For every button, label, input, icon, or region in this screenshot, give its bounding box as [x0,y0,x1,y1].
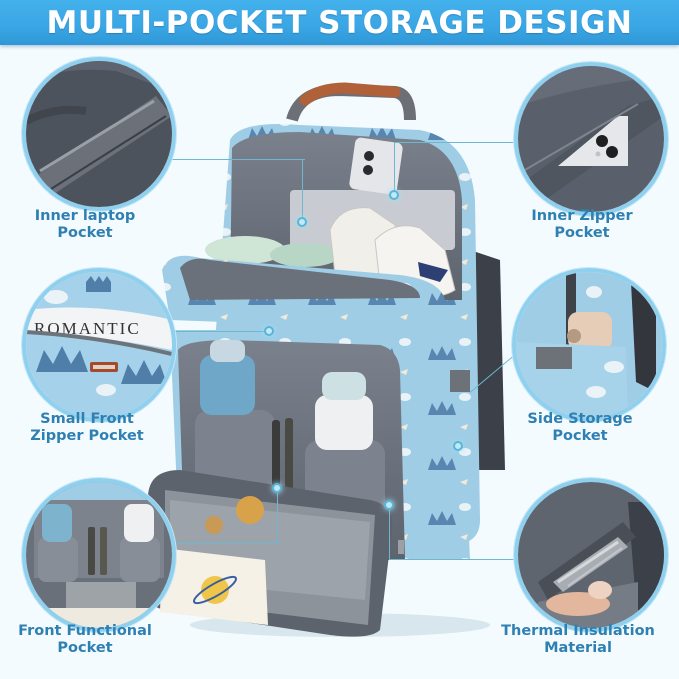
thermal-insulation-closeup-image [518,482,664,628]
leader-line-thermal [389,559,519,560]
callout-small-front-zipper-pocket: ROMANTIC [22,268,176,422]
leader-line-small-front-zipper [150,331,270,332]
callout-inner-zipper-pocket [514,62,668,216]
leader-line-inner-zipper [395,142,515,143]
page-title: MULTI-POCKET STORAGE DESIGN [46,4,633,41]
hotspot-small-front-zipper[interactable] [264,326,274,336]
label-small-front-zipper-pocket: Small Front Zipper Pocket [30,411,144,444]
leader-line-inner-laptop [155,159,305,160]
side-storage-closeup-image [516,272,662,418]
hotspot-inner-zipper[interactable] [389,190,399,200]
leader-line-thermal-rise [389,505,390,560]
laptop-pocket-closeup-image [26,61,172,207]
label-front-functional-pocket: Front Functional Pocket [18,623,152,656]
label-thermal-insulation-material: Thermal Insulation Material [501,623,655,656]
hotspot-side-storage[interactable] [453,441,463,451]
front-functional-closeup-image [26,482,172,628]
inner-zipper-closeup-image [518,66,664,212]
callout-side-storage-pocket [512,268,666,422]
hotspot-inner-laptop[interactable] [297,217,307,227]
callout-front-functional-pocket [22,478,176,632]
callout-inner-laptop-pocket [22,57,176,211]
leader-line-front-functional [155,543,280,544]
label-side-storage-pocket: Side Storage Pocket [527,411,633,444]
leader-line-inner-laptop-drop [302,159,303,221]
hotspot-front-functional[interactable] [272,483,282,493]
callout-thermal-insulation-material [514,478,668,632]
label-inner-laptop-pocket: Inner laptop Pocket [34,208,136,241]
leader-line-inner-zipper-drop [394,142,395,192]
hotspot-thermal[interactable] [384,500,394,510]
leader-line-front-functional-rise [277,488,278,544]
backpack-image [144,82,505,637]
front-zipper-closeup-image: ROMANTIC [26,272,172,418]
label-inner-zipper-pocket: Inner Zipper Pocket [531,208,633,241]
title-banner: MULTI-POCKET STORAGE DESIGN [0,0,679,45]
